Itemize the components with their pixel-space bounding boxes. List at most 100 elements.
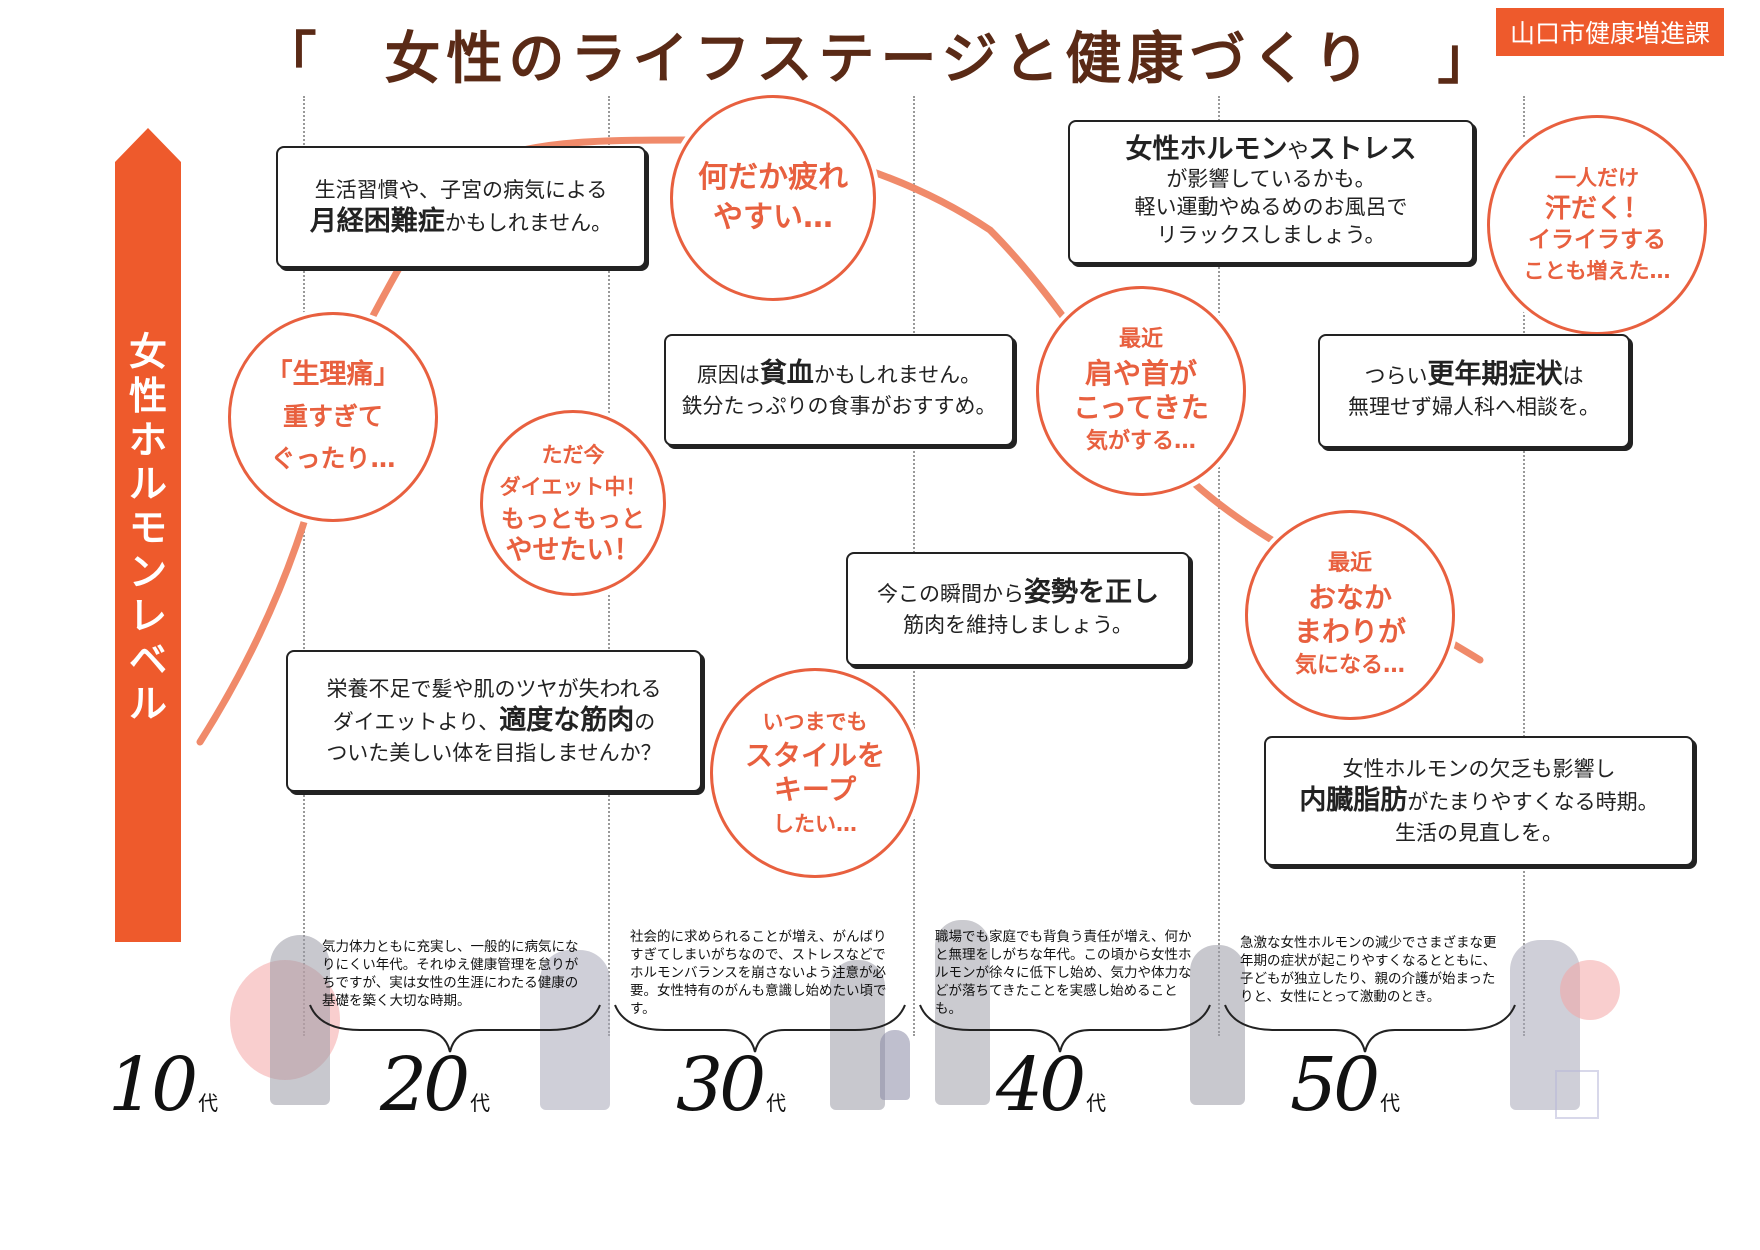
divider-line [1218, 96, 1220, 1036]
circle-style: いつまでも スタイルを キープ したい… [710, 668, 920, 878]
bubble-text: がたまりやすくなる時期。 [1407, 789, 1659, 814]
circle-line: ぐったり… [270, 444, 396, 473]
bubble-line: リラックスしましょう。 [1156, 222, 1386, 247]
circle-line: 汗だく！ [1544, 194, 1649, 224]
circle-line: 気がする… [1085, 429, 1196, 454]
circle-tired: 何だか疲れ やすい… [670, 95, 876, 301]
bubble-line: 女性ホルモンの欠乏も影響し [1342, 756, 1616, 781]
bubble-text: かもしれません。 [444, 211, 613, 235]
circle-line: おなか [1307, 581, 1392, 614]
axis-label-char: 女 [128, 330, 167, 374]
circle-line: ただ今 [541, 443, 605, 467]
bubble-muscle: 栄養不足で髪や肌のツヤが失われる ダイエットより、適度な筋肉の ついた美しい体を… [286, 650, 702, 792]
circle-line: こってきた [1073, 391, 1209, 424]
bubble-bold: 適度な筋肉 [499, 704, 635, 736]
bubble-line: 筋肉を維持しましょう。 [903, 613, 1133, 637]
circle-line: ダイエット中！ [499, 475, 647, 499]
bubble-bold: 月経困難症 [309, 206, 445, 237]
divider-line [303, 96, 305, 1036]
axis-label-char: 性 [128, 374, 167, 418]
chart-icon [1555, 1070, 1599, 1119]
bubble-line: 鉄分たっぷりの食事がおすすめ。 [681, 394, 997, 418]
circle-line: まわりが [1293, 615, 1406, 648]
bubble-bold: 内臓脂肪 [1299, 784, 1408, 816]
bubble-posture: 今この瞬間から姿勢を正し 筋肉を維持しましょう。 [846, 552, 1190, 666]
decade-number: 30 [676, 1042, 766, 1128]
decade-number: 20 [380, 1042, 470, 1128]
bubble-line: ついた美しい体を目指しませんか？ [326, 740, 662, 765]
axis-label-char: レ [128, 594, 167, 638]
bubble-visceral-fat: 女性ホルモンの欠乏も影響し 内臓脂肪がたまりやすくなる時期。 生活の見直しを。 [1264, 736, 1694, 866]
bubble-line: 軽い運動やぬるめのお風呂で [1134, 194, 1408, 219]
circle-belly: 最近 おなか まわりが 気になる… [1245, 510, 1455, 720]
bubble-text: 原因は [696, 363, 760, 387]
woman-figure-icon [830, 960, 885, 1110]
decade-number: 50 [1290, 1042, 1380, 1128]
page-title: 「 女性のライフステージと健康づくり 」 [260, 27, 1500, 92]
stage-description-30s: 社会的に求められることが増え、がんばりすぎてしまいがちなので、ストレスなどでホル… [630, 929, 887, 1017]
bubble-text: ダイエットより、 [332, 709, 500, 734]
bubble-anemia: 原因は貧血かもしれません。 鉄分たっぷりの食事がおすすめ。 [664, 334, 1014, 446]
circle-line: いつまでも [762, 710, 868, 734]
bubble-text: の [634, 709, 656, 734]
axis-label-char: ン [128, 550, 167, 594]
circle-diet: ただ今 ダイエット中！ もっともっと やせたい！ [480, 410, 666, 596]
divider-line [1523, 96, 1525, 1036]
bubble-line: 生活習慣や、子宮の病気による [314, 178, 608, 202]
stage-description-40s: 職場でも家庭でも背負う責任が増え、何かと無理をしがちな年代。この頃から女性ホルモ… [935, 929, 1192, 1017]
circle-line: ことも増えた… [1523, 259, 1671, 283]
axis-label-char: ホ [128, 418, 167, 462]
circle-line: 重すぎて [282, 402, 383, 431]
bubble-bold: ストレス [1308, 133, 1417, 165]
stage-description-20s: 気力体力ともに充実し、一般的に病気になりにくい年代。それゆえ健康管理を怠りがちで… [322, 939, 579, 1009]
circle-line: イライラする [1528, 227, 1666, 253]
woman-figure-icon [935, 920, 990, 1105]
bubble-line: 生活の見直しを。 [1395, 820, 1563, 845]
circle-shoulder: 最近 肩や首が こってきた 気がする… [1036, 286, 1246, 496]
child-figure-icon [880, 1030, 910, 1100]
description-braces [309, 1004, 1516, 1053]
stage-description-50s: 急激な女性ホルモンの減少でさまざまな更年期の症状が起こりやすくなるとともに、子ど… [1240, 935, 1497, 1005]
circle-line: やせたい！ [505, 535, 641, 566]
circle-line: 最近 [1327, 551, 1372, 576]
bubble-text: つらい [1364, 364, 1428, 388]
decade-suffix: 代 [1086, 1091, 1107, 1115]
circle-line: もっともっと [501, 505, 645, 533]
bubble-bold: 女性ホルモン [1125, 133, 1288, 165]
bubble-text: は [1562, 364, 1584, 388]
circle-line: 最近 [1118, 327, 1163, 352]
hormone-axis-arrow [115, 128, 181, 942]
axis-label-char: ベ [128, 638, 167, 682]
axis-label-char: モ [128, 506, 167, 550]
bubble-hormone-stress: 女性ホルモンやストレス が影響しているかも。 軽い運動やぬるめのお風呂で リラッ… [1068, 120, 1474, 264]
bubble-menopause: つらい更年期症状は 無理せず婦人科へ相談を。 [1318, 334, 1630, 448]
bubble-line: 無理せず婦人科へ相談を。 [1348, 395, 1600, 419]
circle-line: 何だか疲れ [698, 160, 848, 195]
bubble-menstrual: 生活習慣や、子宮の病気による 月経困難症かもしれません。 [276, 146, 646, 268]
bubble-bold: 姿勢を正し [1024, 577, 1159, 608]
circle-line: 気になる… [1294, 653, 1405, 678]
bubble-text: や [1287, 138, 1309, 163]
circle-line: 一人だけ [1555, 166, 1639, 190]
circle-line: スタイルを [744, 739, 885, 772]
circle-period-pain: 「生理痛」 重すぎて ぐったり… [228, 312, 438, 522]
bubble-line: 栄養不足で髪や肌のツヤが失われる [326, 676, 662, 701]
circle-line: 「生理痛」 [265, 359, 401, 390]
circle-line: 肩や首が [1084, 357, 1197, 390]
decade-number: 10 [108, 1042, 198, 1128]
axis-label: 女性ホルモンレベル [118, 330, 178, 726]
circle-line: キープ [773, 773, 857, 806]
decade-suffix: 代 [766, 1091, 787, 1115]
bubble-text: かもしれません。 [813, 363, 982, 387]
decade-suffix: 代 [470, 1091, 491, 1115]
decade-suffix: 代 [198, 1091, 219, 1115]
decor-circle [1560, 960, 1620, 1020]
circle-line: したい… [773, 812, 857, 836]
axis-label-char: ル [128, 462, 167, 506]
decade-number: 40 [996, 1042, 1086, 1128]
